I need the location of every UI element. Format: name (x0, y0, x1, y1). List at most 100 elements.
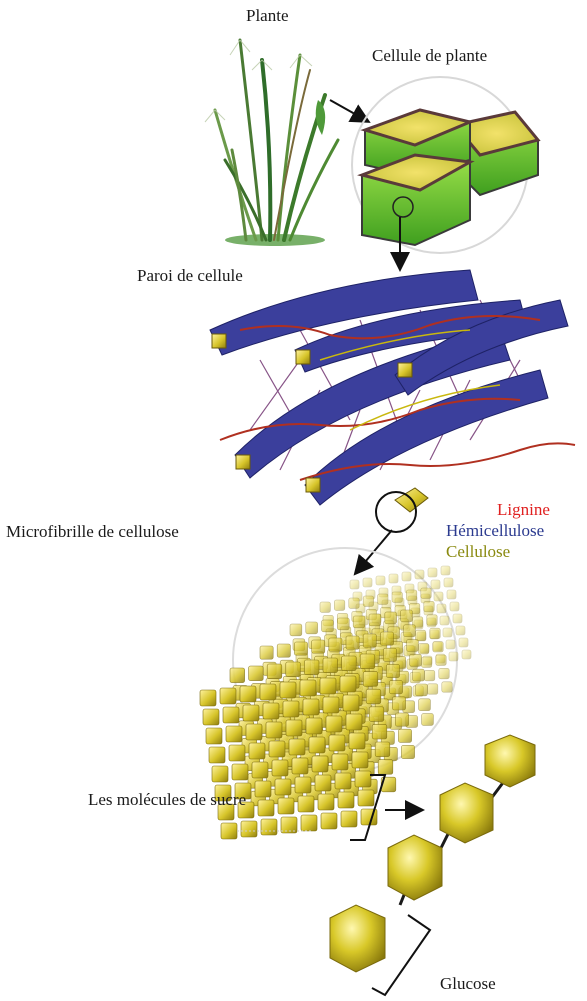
cellulose-unit-cube (269, 741, 285, 757)
cellulose-unit-cube (427, 615, 437, 625)
cellulose-unit-cube (309, 737, 325, 753)
cellulose-unit-cube (342, 656, 357, 671)
cellulose-unit-cube (456, 626, 465, 635)
cellulose-unit-cube (320, 602, 330, 612)
cellulose-unit-cube (349, 733, 365, 749)
cellulose-unit-cube (312, 640, 325, 653)
cellulose-unit-cube (326, 716, 342, 732)
cellulose-unit-cube (449, 652, 458, 661)
arrow-plant-to-cell (330, 100, 362, 118)
cellulose-unit-cube (389, 681, 402, 694)
cellulose-unit-cube (378, 594, 388, 604)
cellulose-unit-cube (401, 745, 414, 758)
cellulose-unit-cube (443, 628, 452, 637)
cellulose-unit-cube (413, 669, 425, 681)
cellulose-unit-cube (272, 760, 288, 776)
cellulose-unit-cube (421, 657, 431, 667)
cellulose-unit-cube (229, 745, 245, 761)
cellulose-unit-cube (267, 664, 282, 679)
cellulose-unit-cube (406, 590, 416, 600)
cellulose-unit-cube (329, 638, 342, 651)
cellulose-unit-cube (294, 642, 307, 655)
cellulose-unit-cube (277, 644, 290, 657)
cellulose-unit-cube (375, 742, 390, 757)
cell-wall-fibers-illustration (210, 270, 575, 532)
cellulose-unit-cube (402, 572, 411, 581)
cellulose-unit-cube (220, 688, 236, 704)
cellulose-unit-cube (441, 566, 450, 575)
cellulose-unit-cube (416, 684, 428, 696)
cellulose-unit-cube (346, 714, 362, 730)
cellulose-unit-cube (378, 760, 393, 775)
plant-illustration (205, 40, 338, 246)
cellulose-unit-cube (363, 634, 376, 647)
cellulose-unit-cube (360, 654, 375, 669)
cellulose-unit-cube (459, 638, 468, 647)
cellulose-unit-cube (353, 616, 365, 628)
cellulose-unit-cube (415, 630, 425, 640)
cellulose-unit-cube (383, 648, 396, 661)
cellulose-unit-cube (203, 709, 219, 725)
label-glucose: Glucose (440, 974, 496, 994)
label-plante: Plante (246, 6, 289, 26)
label-paroi-de-cellule: Paroi de cellule (137, 266, 243, 286)
cellulose-unit-cube (341, 811, 357, 827)
label-cellule-de-plante: Cellule de plante (372, 46, 487, 66)
cellulose-unit-cube (332, 754, 348, 770)
cellulose-unit-cube (424, 601, 434, 611)
cellulose-unit-cube (232, 764, 248, 780)
cellulose-unit-cube (418, 644, 428, 654)
cellulose-unit-cube (306, 718, 322, 734)
cellulose-unit-cube (433, 642, 443, 652)
cellulose-unit-cube (340, 676, 356, 692)
cellulose-unit-cube (407, 640, 419, 652)
label-microfibrille: Microfibrille de cellulose (6, 522, 179, 542)
cellulose-unit-cube (283, 701, 299, 717)
cellulose-unit-cube (315, 775, 331, 791)
cellulose-unit-cube (261, 819, 277, 835)
cellulose-unit-cube (323, 658, 338, 673)
cellulose-unit-cube (241, 821, 257, 837)
cellulose-unit-cube (301, 815, 317, 831)
cellulose-unit-cube (286, 720, 302, 736)
cellulose-unit-cube (352, 752, 368, 768)
cellulose-unit-cube (252, 762, 268, 778)
cellulose-unit-cube (226, 726, 242, 742)
cellulose-unit-cube (422, 714, 434, 726)
cellulose-unit-cube (318, 794, 334, 810)
cellulose-unit-cube (298, 796, 314, 812)
cellulose-unit-cube (444, 578, 453, 587)
cellulose-unit-cube (446, 640, 455, 649)
cellulose-unit-cube (431, 580, 440, 589)
cellulose-unit-cube (380, 632, 393, 645)
cellulose-unit-cube (200, 690, 216, 706)
cellulose-unit-cube (260, 646, 273, 659)
legend-hemicellulose: Hémicellulose (446, 521, 544, 541)
cellulose-unit-cube (295, 777, 311, 793)
cellulose-unit-cube (376, 576, 385, 585)
cellulose-unit-cube (320, 678, 336, 694)
cellulose-unit-cube (437, 604, 446, 613)
cellulose-unit-cube (258, 800, 274, 816)
cellulose-unit-cube (369, 614, 381, 626)
cellulose-unit-cube (404, 625, 416, 637)
cellulose-unit-cube (462, 650, 471, 659)
cellulose-unit-cube (385, 612, 397, 624)
cellulose-unit-cube (322, 620, 334, 632)
label-molecules-sucre: Les molécules de sucre (88, 790, 246, 810)
cellulose-unit-cube (206, 728, 222, 744)
cellulose-unit-cube (334, 600, 344, 610)
cellulose-unit-cube (439, 668, 449, 678)
cellulose-unit-cube (415, 570, 424, 579)
cellulose-unit-cube (386, 664, 399, 677)
cellulose-unit-cube (335, 773, 351, 789)
cellulose-unit-cube (280, 682, 296, 698)
cellulose-unit-cube (243, 705, 259, 721)
cellulose-unit-cube (230, 668, 245, 683)
cellulose-unit-cube (424, 670, 434, 680)
cellulose-unit-cube (223, 707, 239, 723)
cellulose-unit-cube (366, 689, 381, 704)
cellulose-unit-cube (260, 684, 276, 700)
cellulose-unit-cube (392, 697, 405, 710)
cellulose-unit-cube (440, 616, 449, 625)
